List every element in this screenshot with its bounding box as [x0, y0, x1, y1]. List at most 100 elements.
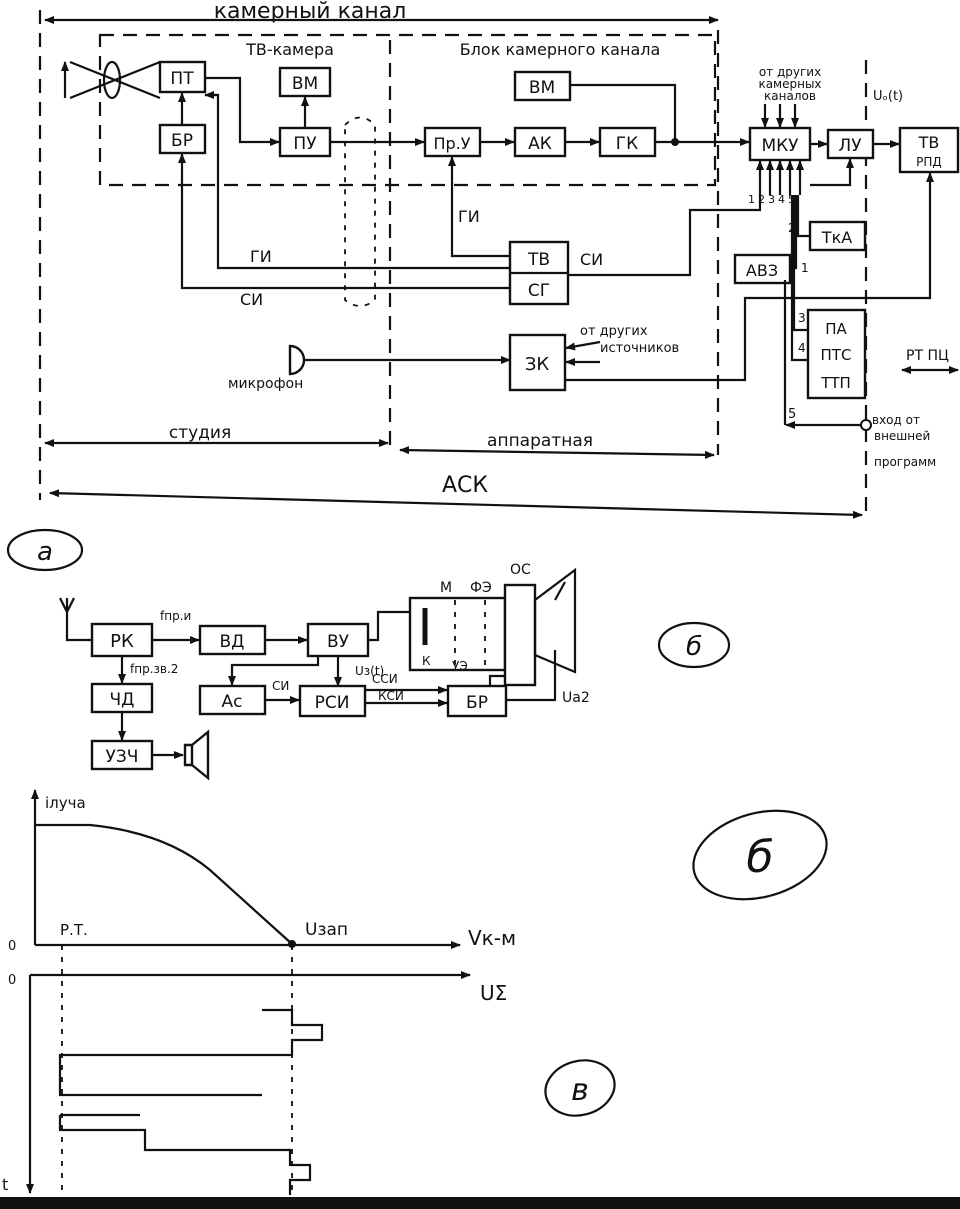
chart1-origin: 0 [8, 939, 16, 954]
block-vm-channel [513, 70, 572, 102]
ssi-label: ССИ [372, 672, 398, 686]
si-b-label: СИ [272, 679, 289, 693]
block-as-label: Ас [222, 692, 243, 712]
tv-camera-label: ТВ-камера [245, 40, 334, 59]
rt-pc-label: РТ ПЦ [906, 348, 949, 364]
ext-in-2: внешней [874, 429, 930, 443]
u-zap-point [288, 940, 296, 948]
microphone-icon [288, 344, 306, 376]
waveform-bottom [58, 1115, 312, 1195]
block-rsi [298, 684, 367, 718]
block-gk-label: ГК [616, 134, 638, 154]
wire-3: 3 [798, 311, 806, 325]
antenna-icon [59, 597, 92, 642]
f-pr-zv-label: fпр.зв.2 [130, 662, 178, 676]
u-a2-label: Uа2 [562, 690, 590, 706]
block-rsi-label: РСИ [315, 693, 350, 713]
block-vm-camera-label: ВМ [292, 74, 318, 94]
tvsg-2: СГ [528, 281, 550, 301]
microphone-label: микрофон [228, 376, 303, 392]
block-ak-label: АК [528, 134, 552, 154]
wire-5: 5 [788, 407, 796, 422]
chart1-curve [35, 823, 293, 945]
mku-in-3: 3 [768, 193, 775, 206]
block-rk [90, 622, 154, 658]
panel-b: РК fпр.и ВД ВУ Uз(t) М ФЭ ОС К УЭ fпр.зв… [59, 562, 731, 781]
block-pu-label: ПУ [293, 134, 317, 154]
chart1-x-label: Vк-м [468, 926, 516, 950]
other-cam-1: от других [759, 65, 821, 79]
u-zap-label: Uзап [305, 920, 348, 940]
block-vm-channel-label: ВМ [529, 78, 555, 98]
tv-rpd-2: РПД [916, 155, 942, 169]
other-cam-2: камерных [758, 77, 821, 91]
block-rk-label: РК [110, 631, 134, 652]
waveform-top [58, 1008, 324, 1097]
block-lu-label: ЛУ [838, 136, 862, 156]
ext-in-3: программ [874, 455, 936, 469]
block-br2 [446, 684, 508, 718]
speaker-icon [183, 729, 210, 781]
wire-4: 4 [798, 341, 806, 355]
wire-2: 2 [788, 221, 796, 235]
panel-v: iлуча Vк-м Р.Т. Uзап 0 0 UΣ t б в [2, 789, 828, 1195]
tv-rpd-1: ТВ [918, 133, 940, 152]
other-cam-3: каналов [764, 89, 816, 103]
tube-ue: УЭ [452, 659, 468, 673]
panel-v-letter-1: б [746, 832, 773, 883]
camera-enclosure [98, 33, 717, 187]
other-src-1: от других [580, 324, 648, 339]
ksi-label: КСИ [378, 689, 404, 703]
ext-in-1: вход от [872, 413, 920, 427]
panel-a: камерный канал ТВ-камера Блок камерного … [6, 0, 960, 572]
block-avz-label: АВЗ [746, 261, 778, 280]
block-tv-rpd [898, 126, 960, 174]
u-t-label: Uₒ(t) [873, 89, 903, 104]
tube-os-label: ОС [510, 562, 531, 578]
block-zk [508, 333, 567, 392]
block-vu-label: ВУ [327, 632, 350, 652]
mku-in-2: 2 [758, 193, 765, 206]
si-label-1: СИ [240, 290, 263, 309]
tvsg-1: ТВ [527, 250, 550, 270]
block-pts: ПТС [821, 346, 852, 364]
block-br2-label: БР [466, 693, 488, 713]
camera-block-label: Блок камерного канала [460, 40, 661, 59]
tube-screen [533, 567, 577, 674]
tube-os [503, 583, 537, 687]
si-label-2: СИ [580, 250, 603, 269]
block-vd [198, 624, 267, 656]
gi-label-2: ГИ [250, 247, 272, 266]
block-zk-label: ЗК [525, 354, 550, 375]
block-mku-label: МКУ [761, 136, 799, 156]
block-pa: ПА [825, 320, 847, 338]
block-tka-label: ТкА [821, 228, 852, 247]
panel-b-letter: б [686, 632, 702, 662]
block-ttp: ТТП [820, 374, 851, 392]
mku-in-1: 1 [748, 193, 755, 206]
chart2-origin: 0 [8, 973, 16, 988]
other-src-2: источников [600, 341, 679, 356]
block-tka [808, 220, 867, 252]
panel-a-letter: а [37, 537, 53, 567]
u-z-label: Uз(t) [355, 664, 384, 678]
tube-k: К [422, 654, 431, 668]
block-br-label: БР [171, 131, 193, 151]
chart1-y-label: iлуча [45, 794, 86, 812]
u-sum-label: UΣ [480, 981, 507, 1005]
f-pr-i-label: fпр.и [160, 609, 191, 623]
control-room-label: аппаратная [487, 431, 593, 451]
block-ak [513, 126, 567, 158]
ask-label: АСК [442, 473, 488, 498]
lens-icon [61, 60, 161, 100]
block-mku [748, 126, 812, 162]
wire-1: 1 [801, 261, 809, 275]
block-pt-label: ПТ [170, 69, 194, 89]
rt-label: Р.Т. [60, 921, 88, 939]
tube-fe: ФЭ [470, 580, 492, 596]
block-pa-pts-ttp [806, 308, 867, 400]
studio-label: студия [169, 423, 231, 443]
scan-edge-bar [0, 1197, 960, 1209]
panel-v-letter-2: в [571, 1073, 589, 1108]
